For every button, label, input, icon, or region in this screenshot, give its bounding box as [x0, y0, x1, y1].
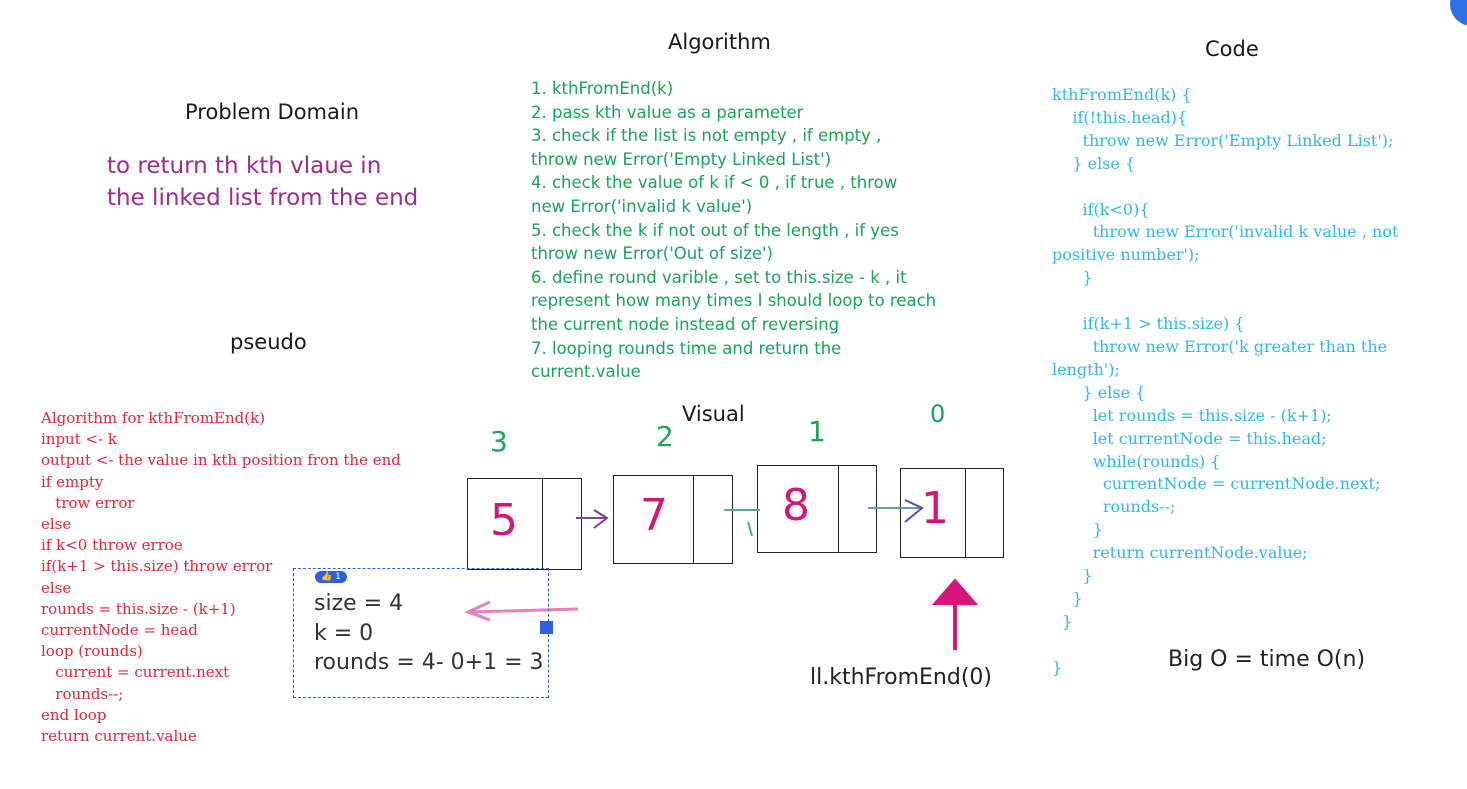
algorithm-step: 4. check the value of k if < 0 , if true…: [531, 173, 898, 193]
code-line: rounds--;: [1052, 497, 1176, 517]
code-line: } else {: [1052, 153, 1136, 173]
node-index-label: 3: [490, 425, 508, 458]
note-line: size = 4: [314, 591, 404, 616]
code-line: }: [1052, 611, 1073, 631]
algorithm-step: current.value: [531, 362, 641, 382]
pseudo-line: output <- the value in kth position fron…: [41, 451, 401, 470]
algorithm-step: 2. pass kth value as a parameter: [531, 102, 804, 122]
pseudo-code-block: Algorithm for kthFromEnd(k) input <- k out…: [41, 408, 401, 747]
code-line: currentNode = currentNode.next;: [1052, 474, 1381, 494]
pseudo-line: else: [41, 515, 72, 534]
node-index-label: 1: [808, 415, 826, 448]
problem-domain-heading: Problem Domain: [185, 100, 360, 124]
next-arrow-icon: [868, 499, 924, 523]
method-call-label: ll.kthFromEnd(0): [810, 665, 993, 690]
note-line: rounds = 4- 0+1 = 3: [314, 650, 544, 675]
code-line: while(rounds) {: [1052, 451, 1221, 471]
pseudo-line: return current.value: [41, 727, 197, 746]
node-value: 1: [921, 483, 949, 534]
pseudo-line: if k<0 throw erroe: [41, 536, 183, 555]
code-line: kthFromEnd(k) {: [1052, 85, 1192, 104]
algorithm-step: represent how many times I should loop t…: [531, 291, 937, 311]
code-line: let rounds = this.size - (k+1);: [1052, 405, 1332, 425]
calculation-note[interactable]: 👍 1 size = 4 k = 0 rounds = 4- 0+1 = 3: [293, 568, 553, 698]
code-line: length');: [1052, 359, 1120, 379]
code-line: throw new Error('k greater than the: [1052, 336, 1388, 356]
pseudo-line: Algorithm for kthFromEnd(k): [41, 409, 266, 427]
linked-list-node: 7: [613, 475, 733, 564]
code-line: return currentNode.value;: [1052, 543, 1308, 563]
code-line: throw new Error('invalid k value , not: [1052, 222, 1399, 242]
pseudo-line: currentNode = head: [41, 621, 198, 640]
code-line: } else {: [1052, 382, 1146, 402]
algorithm-step: 1. kthFromEnd(k): [531, 79, 674, 98]
algorithm-step: the current node instead of reversing: [531, 314, 840, 334]
code-line: throw new Error('Empty Linked List');: [1052, 130, 1394, 150]
note-line: k = 0: [314, 621, 374, 646]
pseudo-line: trow error: [41, 493, 135, 512]
node-value: 5: [490, 495, 518, 546]
pseudo-line: rounds--;: [41, 684, 124, 703]
pseudo-heading: pseudo: [230, 330, 307, 354]
algorithm-step: 5. check the k if not out of the length …: [531, 220, 899, 240]
algorithm-step: 3. check if the list is not empty , if e…: [531, 126, 882, 146]
problem-line: the linked list from the end: [107, 185, 419, 211]
note-arrow-icon: [464, 600, 579, 622]
node-index-label: 0: [930, 400, 946, 428]
pseudo-line: end loop: [41, 705, 107, 724]
code-line: if(k<0){: [1052, 199, 1150, 219]
pseudo-line: else: [41, 578, 72, 597]
code-line: }: [1052, 657, 1063, 677]
pseudo-line: if empty: [41, 472, 104, 491]
algorithm-step: new Error('invalid k value'): [531, 196, 753, 216]
problem-line: to return th kth vlaue in: [107, 153, 382, 179]
pseudo-line: loop (rounds): [41, 642, 143, 661]
pointer-arrow-icon: [931, 578, 979, 650]
resize-handle[interactable]: [540, 621, 553, 634]
code-line: positive number');: [1052, 245, 1200, 265]
next-arrow-icon: [724, 509, 760, 537]
code-block: kthFromEnd(k) { if(!this.head){ throw ne…: [1052, 84, 1398, 680]
linked-list-node: 5: [467, 478, 582, 570]
algorithm-step: 7. looping rounds time and return the: [531, 338, 842, 358]
code-line: let currentNode = this.head;: [1052, 428, 1327, 448]
linked-list-node: 1: [900, 468, 1004, 558]
code-line: if(k+1 > this.size) {: [1052, 314, 1245, 334]
code-heading: Code: [1205, 37, 1259, 61]
code-line: }: [1052, 588, 1083, 608]
code-line: }: [1052, 566, 1093, 586]
node-value: 8: [782, 480, 810, 531]
node-value: 7: [640, 490, 668, 541]
pseudo-line: rounds = this.size - (k+1): [41, 599, 236, 618]
big-o-label: Big O = time O(n): [1168, 647, 1366, 672]
code-line: }: [1052, 268, 1093, 288]
code-line: }: [1052, 520, 1103, 540]
problem-statement: to return th kth vlaue in the linked lis…: [107, 150, 418, 214]
algorithm-step: throw new Error('Empty Linked List'): [531, 149, 832, 169]
like-badge[interactable]: 👍 1: [315, 571, 347, 583]
algorithm-step: throw new Error('Out of size'): [531, 244, 773, 264]
pseudo-line: current = current.next: [41, 663, 230, 682]
pseudo-line: if(k+1 > this.size) throw error: [41, 557, 273, 576]
pseudo-line: input <- k: [41, 430, 118, 449]
algorithm-heading: Algorithm: [668, 30, 771, 54]
algorithm-steps: 1. kthFromEnd(k) 2. pass kth value as a p…: [531, 77, 936, 384]
next-arrow-icon: [576, 509, 609, 529]
node-index-label: 2: [656, 420, 674, 453]
linked-list-node: 8: [757, 465, 877, 553]
visual-heading: Visual: [682, 402, 745, 426]
code-line: if(!this.head){: [1052, 107, 1188, 127]
algorithm-step: 6. define round varible , set to this.si…: [531, 267, 907, 287]
